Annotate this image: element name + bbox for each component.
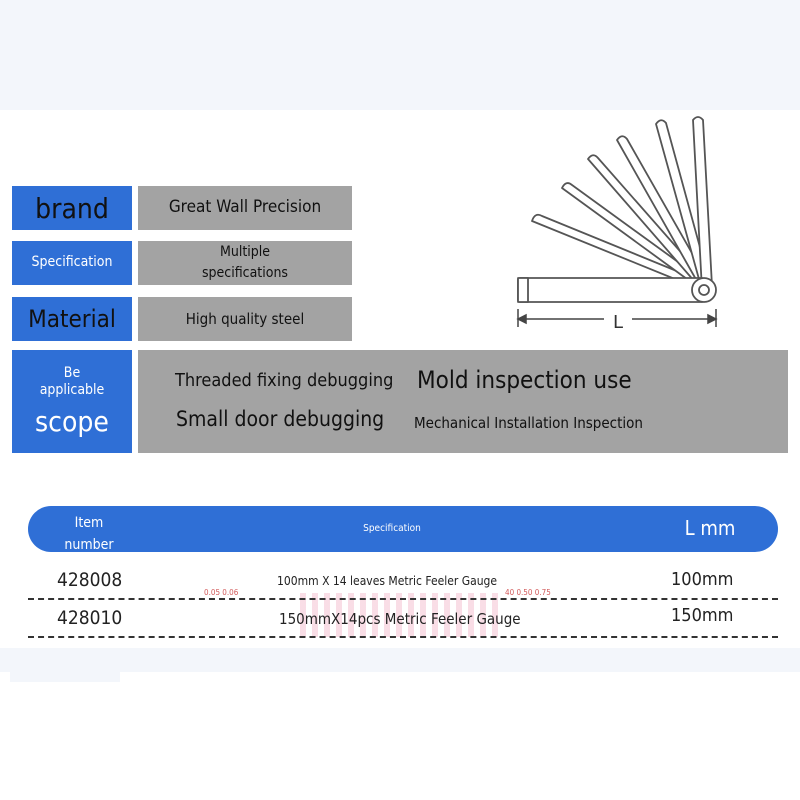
scope-item-small-door: Small door debugging bbox=[176, 407, 385, 431]
bottom-band bbox=[0, 648, 800, 672]
scope-item-threaded-fixing: Threaded fixing debugging bbox=[175, 370, 394, 391]
header-item-number: Item number bbox=[58, 513, 120, 556]
specification-value-line-1: Multiple bbox=[219, 244, 271, 260]
specification-value-line-2: specifications bbox=[201, 265, 288, 281]
header-item-line-1: Item bbox=[74, 515, 104, 531]
specification-label: Specification bbox=[12, 241, 132, 285]
scale-hint-left: 0.05 0.06 bbox=[204, 588, 239, 597]
row-1-length: 100mm bbox=[671, 569, 734, 590]
scope-value bbox=[138, 350, 788, 453]
header-length: L mm bbox=[684, 516, 736, 540]
dimension-label: L bbox=[613, 312, 623, 333]
scope-label-line-3: scope bbox=[35, 404, 109, 438]
scope-item-mold-inspection: Mold inspection use bbox=[417, 366, 632, 394]
row-2-spec: 150mmX14pcs Metric Feeler Gauge bbox=[279, 610, 521, 628]
row-1-item: 428008 bbox=[57, 569, 123, 591]
product-table-header: Item number Specification L mm bbox=[28, 506, 778, 553]
scope-label-line-2: applicable bbox=[39, 382, 105, 398]
header-specification: Specification bbox=[363, 523, 421, 534]
row-1-divider bbox=[28, 598, 778, 600]
brand-value-text: Great Wall Precision bbox=[168, 197, 322, 218]
brand-value: Great Wall Precision bbox=[138, 186, 352, 230]
header-item-line-2: number bbox=[64, 536, 114, 553]
specification-label-text: Specification bbox=[31, 254, 113, 271]
top-band bbox=[0, 0, 800, 110]
feeler-gauge-diagram: L bbox=[516, 116, 718, 333]
scope-label: Be applicable scope bbox=[12, 350, 132, 453]
row-2-length: 150mm bbox=[671, 605, 734, 626]
material-value: High quality steel bbox=[138, 297, 352, 341]
scope-label-line-1: Be bbox=[63, 364, 81, 381]
material-label: Material bbox=[12, 297, 132, 341]
brand-label: brand bbox=[12, 186, 132, 230]
material-value-text: High quality steel bbox=[185, 309, 305, 328]
specification-value: Multiple specifications bbox=[138, 241, 352, 285]
material-label-text: Material bbox=[28, 305, 116, 333]
row-1-spec: 100mm X 14 leaves Metric Feeler Gauge bbox=[277, 574, 498, 588]
gauge-watermark bbox=[300, 593, 500, 637]
row-2-item: 428010 bbox=[57, 607, 123, 629]
row-2-divider bbox=[28, 636, 778, 638]
brand-label-text: brand bbox=[35, 191, 109, 225]
scale-hint-right: 40 0.50 0.75 bbox=[505, 588, 551, 597]
scope-item-mechanical-installation: Mechanical Installation Inspection bbox=[414, 414, 643, 432]
bottom-band-accent bbox=[10, 672, 120, 682]
